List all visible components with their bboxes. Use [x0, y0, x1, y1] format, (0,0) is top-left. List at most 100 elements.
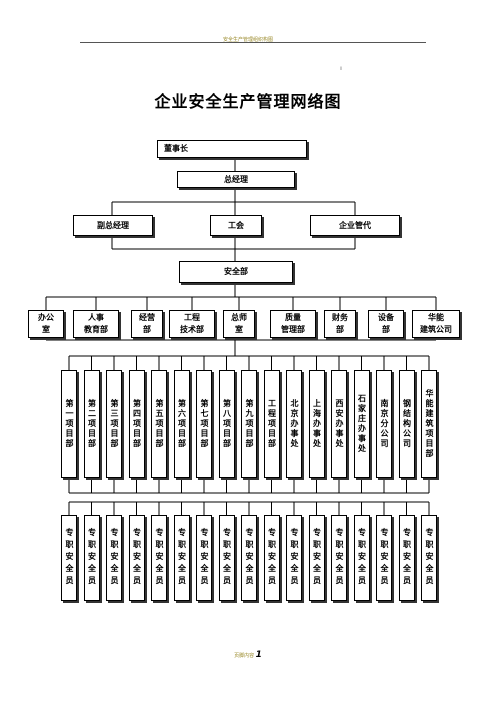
safety-officer-label: 专职安全员 — [110, 528, 119, 588]
project-unit-box: 第三项目部 — [106, 370, 122, 478]
safety-officer-box: 专职安全员 — [241, 515, 257, 601]
department-box: 质量 管理部 — [270, 310, 316, 338]
department-box: 总师 室 — [223, 310, 255, 338]
department-box: 工程 技术部 — [169, 310, 215, 338]
safety-officer-box: 专职安全员 — [263, 515, 280, 601]
department-label: 财务 部 — [332, 313, 348, 334]
project-unit-label: 南京分公司 — [380, 399, 389, 449]
project-unit-label: 华能建筑项目部 — [425, 389, 434, 459]
page-title: 企业安全生产管理网络图 — [154, 92, 342, 111]
safety-officer-box: 专职安全员 — [398, 515, 415, 601]
project-unit-box: 南京分公司 — [376, 370, 392, 478]
safety-officer-label: 专职安全员 — [200, 528, 209, 588]
safety-officer-box: 专职安全员 — [286, 515, 302, 601]
project-unit-label: 石家庄办事处 — [357, 394, 367, 454]
project-unit-box: 华能建筑项目部 — [421, 370, 437, 478]
project-unit-box: 钢结构公司 — [398, 370, 415, 478]
department-label: 办公 室 — [38, 313, 54, 334]
page-number: 1 — [255, 650, 262, 660]
safety-officer-label: 专职安全员 — [132, 528, 142, 588]
gm-label: 总经理 — [224, 174, 248, 184]
union-box: 工会 — [210, 215, 262, 236]
project-unit-box: 第二项目部 — [83, 370, 100, 478]
management-rep-box: 企业管代 — [310, 215, 400, 236]
project-unit-label: 北京办事处 — [290, 399, 299, 449]
project-unit-box: 西安办事处 — [331, 370, 347, 478]
safety-officer-box: 专职安全员 — [308, 515, 325, 601]
project-unit-label: 第九项目部 — [245, 399, 254, 449]
safety-officer-box: 专职安全员 — [353, 515, 370, 601]
project-unit-label: 第三项目部 — [110, 399, 119, 449]
safety-officer-label: 专职安全员 — [290, 528, 299, 588]
safety-officer-label: 专职安全员 — [222, 528, 232, 588]
department-box: 财务 部 — [324, 310, 356, 338]
safety-officer-label: 专职安全员 — [402, 528, 412, 588]
project-unit-box: 上海办事处 — [308, 370, 325, 478]
department-label: 工程 技术部 — [180, 313, 204, 334]
safety-officer-box: 专职安全员 — [421, 515, 437, 601]
project-unit-label: 第二项目部 — [87, 399, 97, 449]
department-box: 华能 建筑公司 — [412, 310, 460, 338]
project-unit-box: 石家庄办事处 — [353, 370, 370, 478]
safety-officer-label: 专职安全员 — [335, 528, 344, 588]
deputy-gm-box: 副总经理 — [73, 215, 153, 236]
safety-officer-label: 专职安全员 — [65, 528, 74, 588]
safety-officer-label: 专职安全员 — [87, 528, 97, 588]
safety-officer-label: 专职安全员 — [380, 528, 389, 588]
department-label: 人事 教育部 — [84, 313, 108, 334]
footer-text: 页脚内容 — [234, 653, 255, 659]
department-box: 人事 教育部 — [73, 310, 119, 338]
safety-officer-box: 专职安全员 — [196, 515, 212, 601]
safety-officer-box: 专职安全员 — [376, 515, 392, 601]
project-unit-label: 工程项目部 — [267, 399, 277, 449]
project-unit-label: 西安办事处 — [335, 399, 344, 449]
department-label: 总师 室 — [231, 313, 247, 334]
management-rep-label: 企业管代 — [339, 220, 371, 230]
safety-dept-label: 安全部 — [224, 267, 248, 276]
department-box: 设备 部 — [368, 310, 404, 338]
project-unit-box: 第五项目部 — [151, 370, 167, 478]
safety-officer-label: 专职安全员 — [267, 528, 277, 588]
project-unit-box: 第四项目部 — [128, 370, 145, 478]
safety-officer-label: 专职安全员 — [425, 528, 434, 588]
department-label: 经营 部 — [139, 313, 155, 334]
project-unit-label: 第五项目部 — [155, 399, 164, 449]
project-unit-label: 第八项目部 — [222, 399, 232, 449]
department-label: 设备 部 — [378, 313, 394, 334]
project-unit-label: 钢结构公司 — [402, 399, 412, 449]
safety-officer-box: 专职安全员 — [173, 515, 190, 601]
project-unit-box: 第一项目部 — [61, 370, 77, 478]
department-box: 经营 部 — [131, 310, 163, 338]
safety-officer-box: 专职安全员 — [128, 515, 145, 601]
deputy-gm-label: 副总经理 — [97, 220, 129, 230]
safety-officer-box: 专职安全员 — [61, 515, 77, 601]
safety-officer-label: 专职安全员 — [312, 528, 322, 588]
safety-officer-box: 专职安全员 — [106, 515, 122, 601]
project-unit-box: 第九项目部 — [241, 370, 257, 478]
project-unit-box: 北京办事处 — [286, 370, 302, 478]
project-unit-label: 上海办事处 — [312, 399, 322, 449]
union-label: 工会 — [228, 220, 244, 230]
project-unit-box: 工程项目部 — [263, 370, 280, 478]
safety-officer-label: 专职安全员 — [357, 528, 367, 588]
safety-officer-box: 专职安全员 — [83, 515, 100, 601]
project-unit-label: 第七项目部 — [200, 399, 209, 449]
safety-officer-label: 专职安全员 — [177, 528, 187, 588]
general-manager-box: 总经理 — [177, 171, 295, 188]
chairman-label: 董事长 — [164, 144, 188, 153]
safety-officer-box: 专职安全员 — [218, 515, 235, 601]
department-box: 办公 室 — [28, 310, 64, 338]
page-header: 安全生产管理组织构图 — [222, 37, 273, 43]
department-label: 华能 建筑公司 — [420, 313, 452, 334]
safety-dept-box: 安全部 — [179, 261, 293, 283]
header-rule — [80, 42, 426, 43]
project-unit-label: 第一项目部 — [65, 399, 74, 449]
project-unit-box: 第八项目部 — [218, 370, 235, 478]
safety-officer-box: 专职安全员 — [151, 515, 167, 601]
safety-officer-label: 专职安全员 — [155, 528, 164, 588]
department-label: 质量 管理部 — [281, 313, 305, 334]
safety-officer-box: 专职安全员 — [331, 515, 347, 601]
project-unit-label: 第六项目部 — [177, 399, 187, 449]
page-mark: II — [340, 66, 343, 71]
